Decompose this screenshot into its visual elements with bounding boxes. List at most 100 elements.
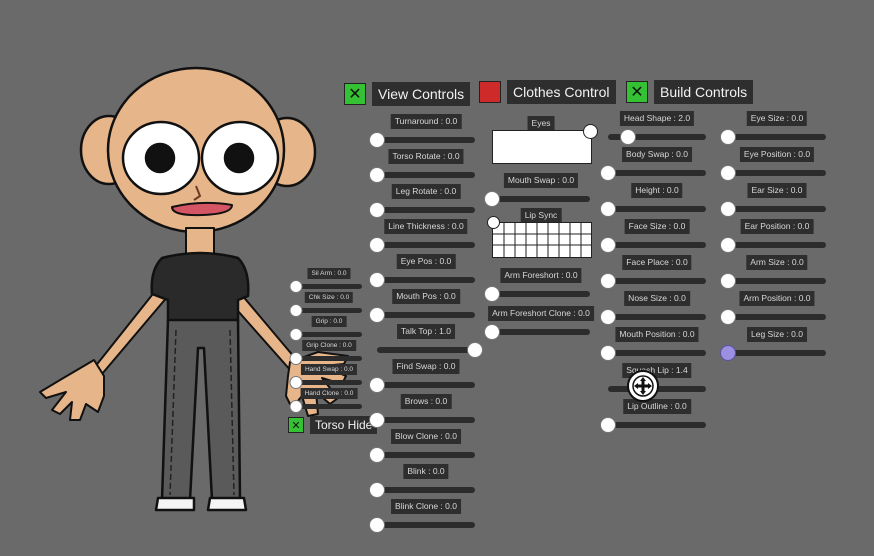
- slider-track[interactable]: [377, 347, 475, 353]
- slider[interactable]: Arm Size : 0.0: [720, 255, 826, 293]
- slider[interactable]: Grip : 0.0: [289, 316, 362, 354]
- slider[interactable]: Grip Clone : 0.0: [289, 340, 362, 378]
- slider-knob[interactable]: [289, 400, 303, 413]
- slider[interactable]: Nose Size : 0.0: [600, 291, 706, 329]
- slider-knob[interactable]: [600, 273, 616, 289]
- slider-knob[interactable]: [619, 129, 636, 145]
- slider-track[interactable]: [377, 312, 475, 318]
- slider-track[interactable]: [608, 134, 706, 140]
- slider-track[interactable]: [296, 380, 362, 385]
- slider[interactable]: Mouth Pos : 0.0: [369, 289, 475, 327]
- slider[interactable]: Turnaround : 0.0: [369, 114, 475, 152]
- slider-knob[interactable]: [484, 324, 500, 340]
- view-controls-checkbox[interactable]: ✕: [344, 83, 366, 105]
- slider-track[interactable]: [377, 417, 475, 423]
- slider-knob[interactable]: [720, 345, 736, 361]
- slider-knob[interactable]: [369, 482, 385, 498]
- slider-track[interactable]: [608, 170, 706, 176]
- slider[interactable]: Hand Clone : 0.0: [289, 388, 362, 426]
- slider[interactable]: Brows : 0.0: [369, 394, 475, 432]
- slider-knob[interactable]: [369, 412, 385, 428]
- build-controls-checkbox[interactable]: ✕: [626, 81, 648, 103]
- slider[interactable]: Arm Position : 0.0: [720, 291, 826, 329]
- slider[interactable]: Blow Clone : 0.0: [369, 429, 475, 467]
- slider-track[interactable]: [608, 350, 706, 356]
- slider[interactable]: Face Place : 0.0: [600, 255, 706, 293]
- slider-knob[interactable]: [600, 417, 616, 433]
- slider-track[interactable]: [608, 422, 706, 428]
- slider-track[interactable]: [296, 284, 362, 289]
- slider-track[interactable]: [608, 206, 706, 212]
- slider-track[interactable]: [492, 196, 590, 202]
- slider-knob[interactable]: [369, 167, 385, 183]
- slider[interactable]: Arm Foreshort : 0.0: [484, 268, 590, 306]
- slider-knob[interactable]: [467, 342, 483, 358]
- slider-track[interactable]: [296, 308, 362, 313]
- slider-track[interactable]: [728, 170, 826, 176]
- slider[interactable]: Line Thickness : 0.0: [369, 219, 475, 257]
- clothes-control-toggle[interactable]: Clothes Control: [479, 80, 616, 104]
- slider-knob[interactable]: [600, 201, 616, 217]
- slider-knob[interactable]: [369, 517, 385, 533]
- slider-knob[interactable]: [720, 201, 736, 217]
- slider-knob[interactable]: [289, 328, 303, 341]
- slider-knob[interactable]: [720, 237, 736, 253]
- slider-track[interactable]: [377, 382, 475, 388]
- slider-track[interactable]: [377, 242, 475, 248]
- slider-track[interactable]: [728, 134, 826, 140]
- slider-knob[interactable]: [720, 273, 736, 289]
- slider-knob[interactable]: [369, 132, 385, 148]
- slider-track[interactable]: [728, 278, 826, 284]
- slider-knob[interactable]: [720, 309, 736, 325]
- slider-knob[interactable]: [369, 237, 385, 253]
- slider-track[interactable]: [377, 277, 475, 283]
- slider[interactable]: Find Swap : 0.0: [369, 359, 475, 397]
- torso-hide-checkbox[interactable]: ✕: [288, 417, 304, 433]
- slider[interactable]: Eye Position : 0.0: [720, 147, 826, 185]
- slider-track[interactable]: [296, 332, 362, 337]
- slider-track[interactable]: [728, 206, 826, 212]
- slider[interactable]: Torso Rotate : 0.0: [369, 149, 475, 187]
- lip-sync-grid[interactable]: [492, 222, 592, 258]
- slider[interactable]: Talk Top : 1.0: [377, 324, 483, 362]
- slider-knob[interactable]: [369, 307, 385, 323]
- slider-knob[interactable]: [600, 165, 616, 181]
- slider-knob[interactable]: [289, 304, 303, 317]
- slider-track[interactable]: [377, 522, 475, 528]
- slider-knob[interactable]: [484, 191, 500, 207]
- slider[interactable]: Leg Size : 0.0: [720, 327, 826, 365]
- slider[interactable]: Leg Rotate : 0.0: [369, 184, 475, 222]
- slider[interactable]: Chk Size : 0.0: [289, 292, 362, 330]
- slider[interactable]: Blink : 0.0: [369, 464, 475, 502]
- slider-knob[interactable]: [720, 165, 736, 181]
- slider-track[interactable]: [492, 291, 590, 297]
- slider[interactable]: Face Size : 0.0: [600, 219, 706, 257]
- slider-knob[interactable]: [600, 309, 616, 325]
- slider-track[interactable]: [377, 452, 475, 458]
- build-controls-toggle[interactable]: ✕ Build Controls: [626, 80, 754, 104]
- slider-track[interactable]: [608, 278, 706, 284]
- slider-knob[interactable]: [600, 345, 616, 361]
- slider-knob[interactable]: [289, 352, 303, 365]
- slider-track[interactable]: [377, 487, 475, 493]
- slider[interactable]: Ear Position : 0.0: [720, 219, 826, 257]
- slider[interactable]: Mouth Swap : 0.0: [484, 173, 590, 211]
- slider[interactable]: Body Swap : 0.0: [600, 147, 706, 185]
- view-controls-toggle[interactable]: ✕ View Controls: [344, 82, 471, 106]
- slider-knob[interactable]: [369, 272, 385, 288]
- slider[interactable]: Head Shape : 2.0: [608, 111, 706, 149]
- torso-hide-toggle[interactable]: ✕ Torso Hide: [288, 416, 378, 434]
- slider-track[interactable]: [377, 137, 475, 143]
- slider-knob[interactable]: [289, 280, 303, 293]
- slider-track[interactable]: [492, 329, 590, 335]
- slider[interactable]: Arm Foreshort Clone : 0.0: [484, 306, 594, 344]
- slider-track[interactable]: [608, 314, 706, 320]
- slider-track[interactable]: [296, 356, 362, 361]
- slider-knob[interactable]: [369, 377, 385, 393]
- slider[interactable]: Eye Pos : 0.0: [369, 254, 475, 292]
- slider[interactable]: Sil Arm : 0.0: [289, 268, 362, 306]
- eyes-pad-handle[interactable]: [583, 124, 598, 139]
- slider-track[interactable]: [728, 314, 826, 320]
- slider[interactable]: Hand Swap : 0.0: [289, 364, 362, 402]
- slider-knob[interactable]: [369, 202, 385, 218]
